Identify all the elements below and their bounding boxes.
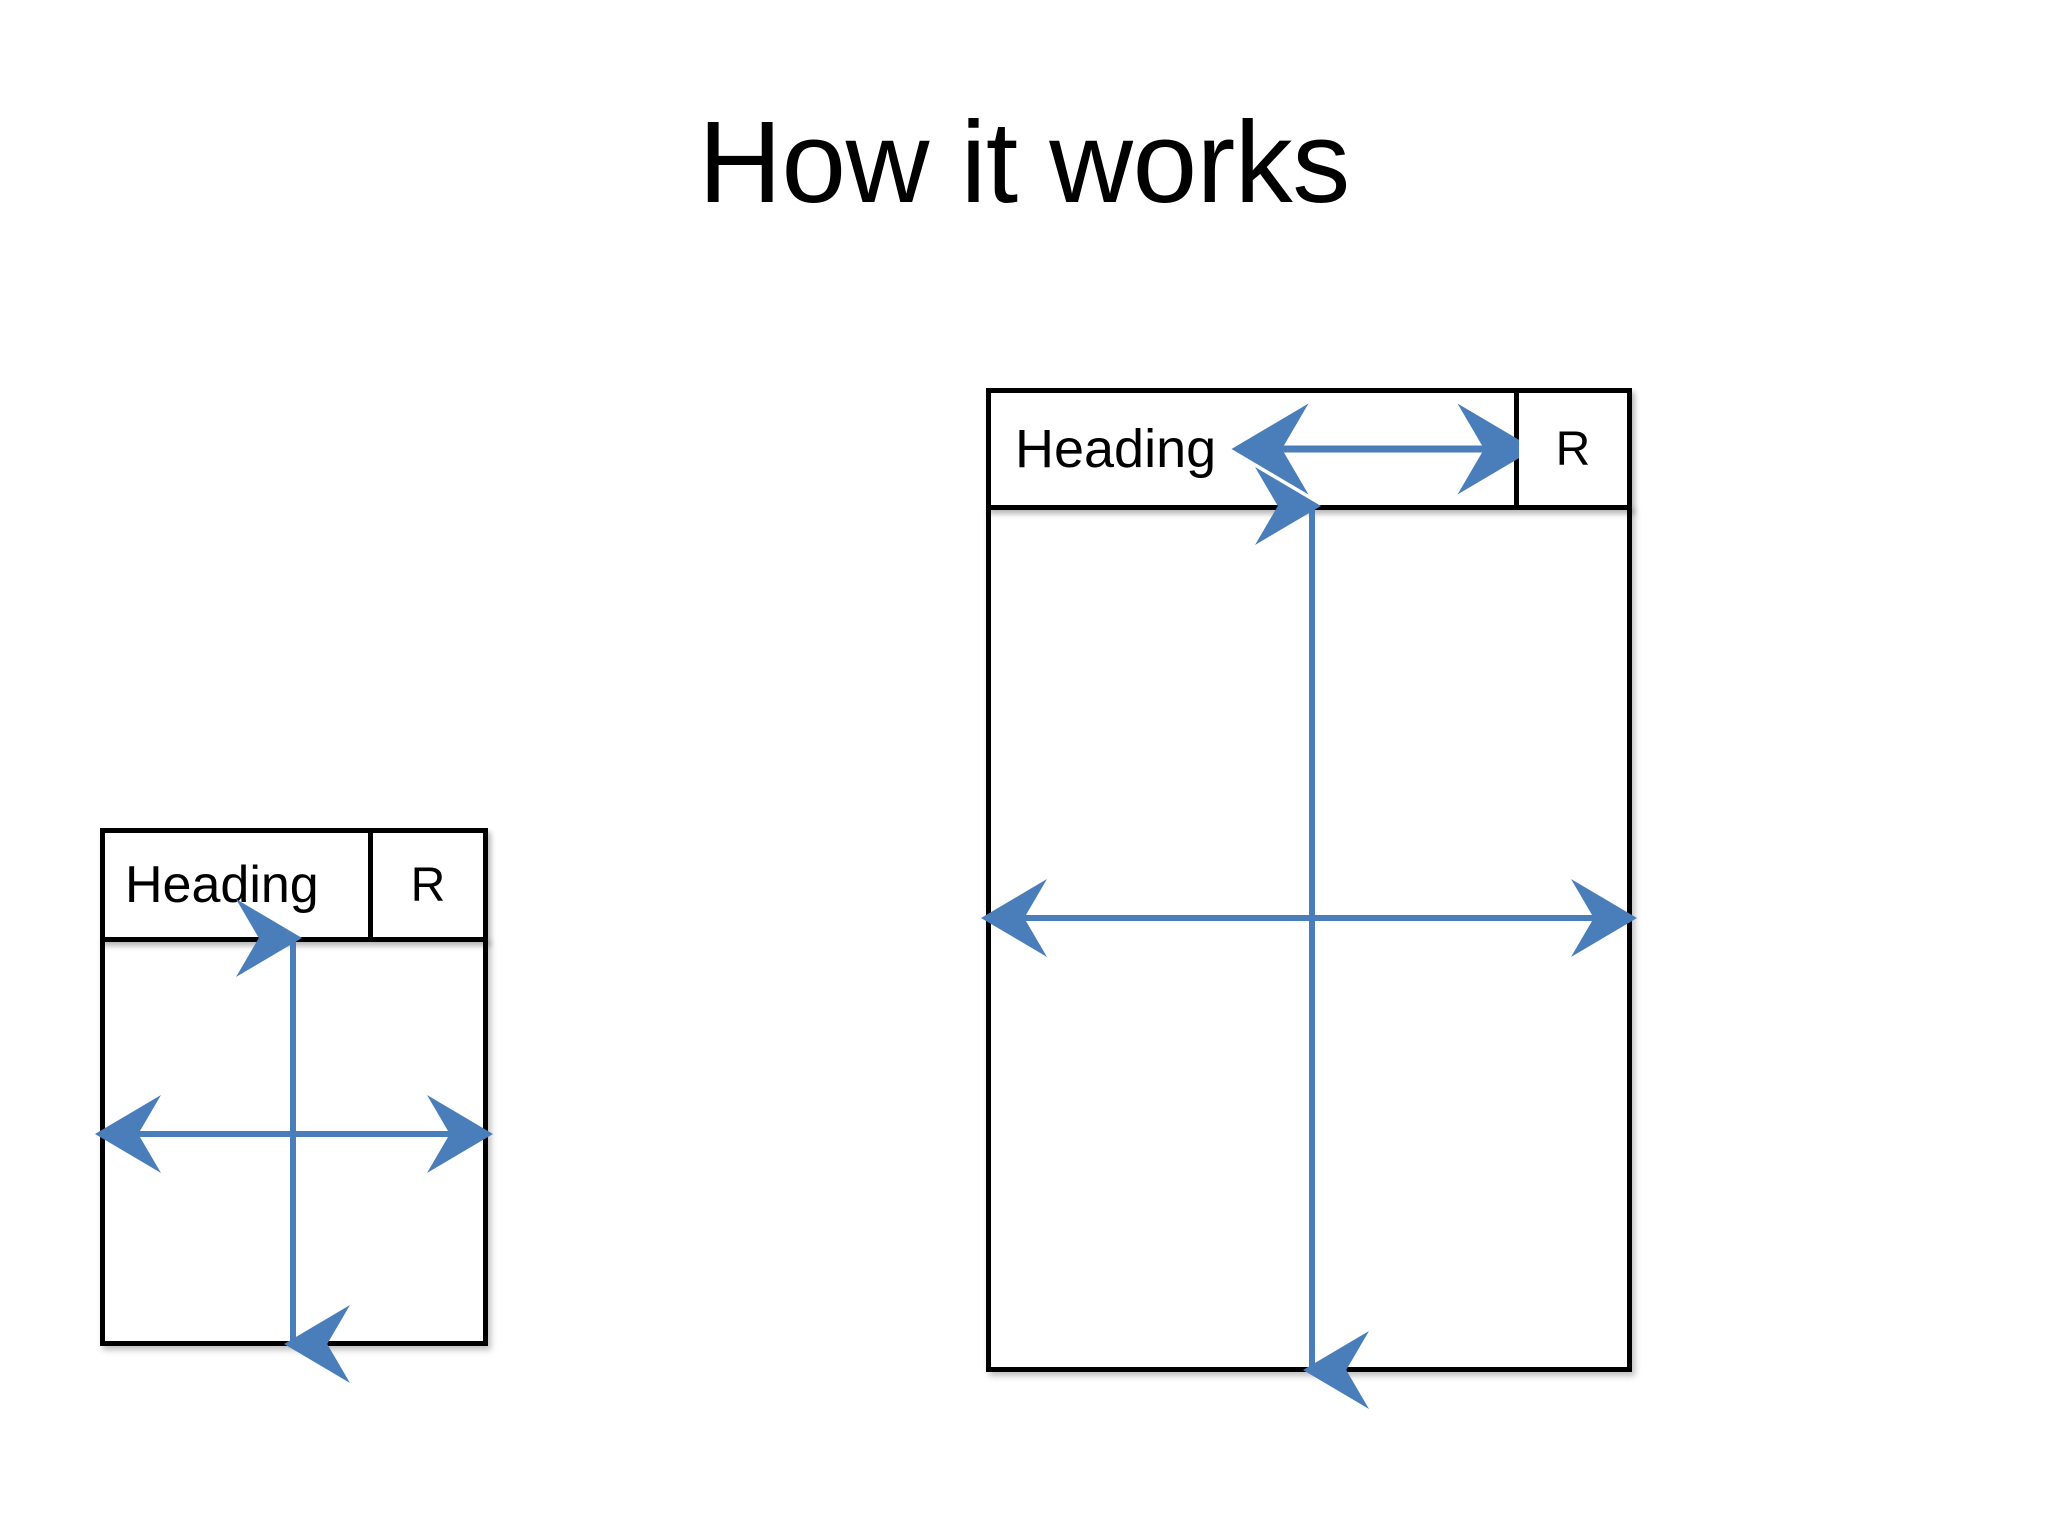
small-wireframe-header-bar: Heading R (100, 828, 488, 942)
large-wireframe-r-cell: R (1519, 393, 1627, 505)
small-wireframe-heading-cell: Heading (105, 833, 373, 937)
small-screen-wireframe: Heading R (95, 828, 493, 1383)
large-wireframe-heading-label: Heading (1015, 419, 1217, 479)
small-wireframe-r-cell: R (373, 833, 483, 937)
small-wireframe-body (100, 937, 488, 1346)
small-wireframe-r-label: R (410, 858, 446, 912)
large-wireframe-header-bar: Heading R (986, 388, 1632, 510)
small-wireframe-heading-label: Heading (125, 856, 319, 914)
page-title: How it works (698, 97, 1350, 227)
large-wireframe-body (986, 505, 1632, 1372)
large-screen-wireframe: Heading R (981, 388, 1637, 1409)
large-wireframe-r-label: R (1555, 422, 1591, 476)
heading-width-resize-arrow (1231, 403, 1535, 495)
large-wireframe-heading-cell: Heading (991, 393, 1535, 505)
